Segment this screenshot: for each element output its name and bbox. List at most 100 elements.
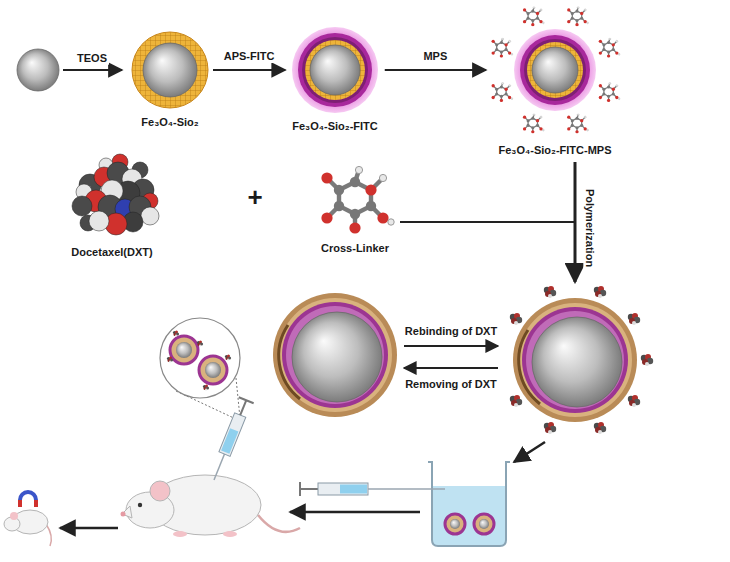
- mouse-with-magnet: [4, 490, 51, 546]
- inset-view: [160, 318, 240, 398]
- mps-particle: [523, 7, 544, 27]
- empty-particle: [273, 293, 397, 417]
- particle-label: Fe₃O₄-Sio₂: [141, 116, 198, 129]
- mps-particle: [520, 35, 590, 105]
- process-arrow: [290, 511, 420, 514]
- mouse: [138, 503, 142, 507]
- inset-view: [199, 356, 227, 384]
- silica-particle: [132, 32, 208, 108]
- empty-particle: [286, 306, 384, 404]
- fitc-particle: [302, 37, 368, 103]
- particle-label: Fe₃O₄-Sio₂-FITC: [292, 120, 378, 133]
- particle-node: Fe₃O₄-Sio₂: [130, 30, 210, 129]
- mps-particle: [514, 29, 596, 111]
- particle-node: Fe₃O₄-Sio₂-FITC: [288, 26, 382, 133]
- mps-particle: [599, 38, 620, 58]
- polymerization-arrow: [574, 162, 577, 282]
- docetaxel-molecule: [72, 196, 92, 216]
- imprinted-particle: [513, 298, 637, 422]
- syringe: [239, 397, 254, 403]
- mouse-with-magnet: [18, 500, 22, 507]
- mps-particle: [524, 39, 586, 101]
- beaker: [432, 486, 506, 546]
- inset-view: [205, 362, 221, 378]
- beaker: [428, 462, 510, 546]
- inset-view: [167, 357, 173, 363]
- imprinted-particle: [594, 286, 606, 298]
- fitc-particle: [305, 40, 365, 100]
- silica-particle: [132, 32, 208, 108]
- fitc-particle: [292, 27, 378, 113]
- process-label: Rebinding of DXT: [403, 325, 499, 338]
- beaker: [474, 514, 494, 534]
- empty-particle: [273, 293, 397, 417]
- particle-node: Cross-Linker: [317, 164, 393, 255]
- beaker: [445, 514, 465, 534]
- syringe: [219, 413, 246, 456]
- mps-particle: [492, 7, 621, 134]
- imprinted-particle: [532, 317, 622, 407]
- reaction-arrow: [213, 69, 285, 71]
- mps-particle: [532, 47, 578, 93]
- empty-particle: [282, 302, 388, 408]
- mouse: [258, 515, 300, 532]
- removing-arrow: [404, 367, 498, 369]
- syringe: [340, 485, 367, 494]
- inset-view: [203, 385, 209, 391]
- particle-node: Fe₃O₄-Sio₂-FITC-MPS: [489, 4, 621, 157]
- process-label: Polymerization: [584, 187, 597, 269]
- imprinted-particle: [594, 422, 606, 434]
- process-arrow: [514, 442, 545, 462]
- mps-particle: [523, 114, 544, 134]
- mouse: [121, 475, 301, 537]
- inset-view: [160, 318, 240, 420]
- mouse: [173, 531, 187, 537]
- reaction-arrow: [385, 69, 486, 71]
- mps-particle: [527, 42, 583, 98]
- beaker: [428, 462, 510, 546]
- syringe: [214, 454, 224, 480]
- imprinted-particle: [522, 307, 628, 413]
- arrow-label: APS-FITC: [222, 50, 277, 63]
- process-label: Removing of DXT: [403, 378, 499, 391]
- inset-view: [225, 355, 231, 361]
- mps-particle: [599, 82, 620, 102]
- inset-view: [170, 336, 198, 364]
- mps-particle: [492, 38, 513, 58]
- fitc-particle: [298, 33, 372, 107]
- imprinted-particle: [544, 286, 556, 298]
- mps-particle: [567, 7, 588, 27]
- docetaxel-molecule: [72, 154, 159, 235]
- mouse-with-magnet: [18, 490, 38, 500]
- syringe: [221, 428, 238, 454]
- process-arrow: [60, 527, 118, 530]
- imprinted-particle: [641, 354, 653, 366]
- syringe: [300, 482, 445, 496]
- mps-particle: [492, 82, 513, 102]
- empty-particle: [279, 325, 300, 399]
- fe3o4-core: [17, 49, 59, 91]
- inset-view: [197, 341, 203, 347]
- silica-particle: [143, 43, 197, 97]
- plus-sign: +: [245, 183, 264, 213]
- inset-view: [173, 331, 179, 337]
- mps-particle: [567, 114, 588, 134]
- mouse: [223, 531, 237, 537]
- join-line: [400, 221, 575, 223]
- imprinted-particle: [510, 286, 653, 434]
- imprinted-particle: [544, 422, 556, 434]
- beaker: [450, 519, 460, 529]
- imprinted-particle: [510, 395, 522, 407]
- fitc-particle: [292, 27, 378, 113]
- imprinted-particle: [628, 313, 640, 325]
- empty-particle: [292, 312, 382, 402]
- inset-view: [176, 342, 192, 358]
- particle-node: Docetaxel(DXT): [67, 160, 156, 259]
- mouse-with-magnet: [34, 500, 38, 507]
- docetaxel-molecule: [89, 211, 109, 231]
- imprinted-particle: [526, 311, 624, 409]
- syringe: [207, 397, 254, 483]
